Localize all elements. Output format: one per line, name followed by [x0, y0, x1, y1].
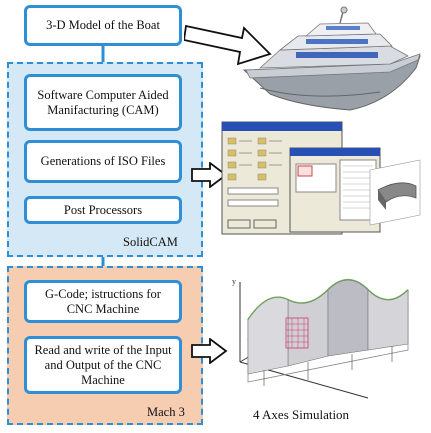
step-gcode-label: G-Code; istructions for CNC Machine	[45, 286, 161, 316]
step-iso-files-label: Generations of ISO Files	[40, 154, 166, 168]
step-3d-model: 3-D Model of the Boat	[24, 5, 182, 46]
simulation-plot-icon: y	[232, 277, 409, 399]
svg-text:y: y	[232, 277, 236, 286]
step-cam-software-label: Software Computer Aided Manifacturing (C…	[37, 87, 169, 117]
simulation-caption: 4 Axes Simulation	[253, 407, 350, 422]
step-iso-files: Generations of ISO Files	[24, 140, 182, 183]
arrow-right-icon	[191, 338, 228, 364]
step-read-write: Read and write of the Input and Output o…	[24, 336, 182, 394]
arrow-right-icon	[184, 24, 272, 66]
mach3-label: Mach 3	[147, 405, 185, 419]
solidcam-label: SolidCAM	[123, 235, 178, 249]
step-cam-software: Software Computer Aided Manifacturing (C…	[24, 74, 182, 131]
step-3d-model-label: 3-D Model of the Boat	[46, 18, 160, 32]
arrow-right-icon	[191, 162, 228, 188]
step-gcode: G-Code; istructions for CNC Machine	[24, 280, 182, 323]
boat-model-icon	[242, 6, 421, 111]
step-post-processors: Post Processors	[24, 196, 182, 224]
cam-software-windows-icon	[221, 121, 421, 235]
step-post-processors-label: Post Processors	[63, 202, 143, 217]
step-read-write-label: Read and write of the Input and Output o…	[34, 342, 172, 387]
